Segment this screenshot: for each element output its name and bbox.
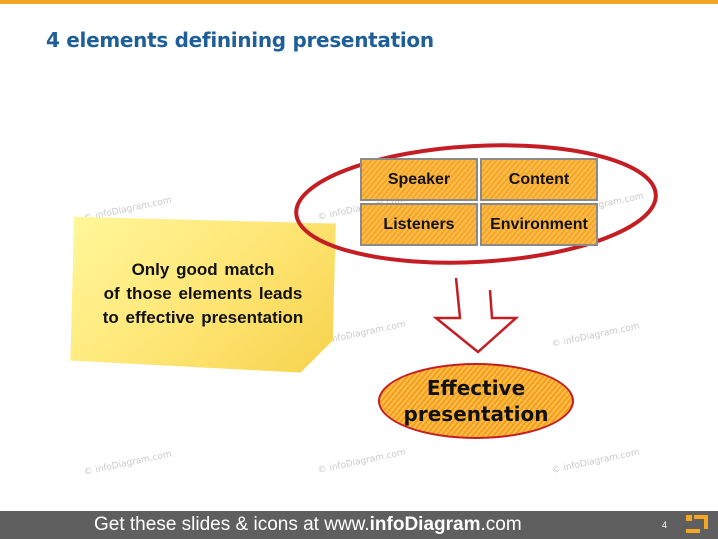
footer-promo[interactable]: Get these slides & icons at www.infoDiag… [94,511,522,539]
sticky-note-text: Only good match of those elements leads … [102,260,304,327]
top-accent-bar [0,0,718,4]
slide-title: 4 elements definining presentation [46,28,434,52]
element-speaker: Speaker [360,158,478,201]
footer-brand: infoDiagram [369,514,481,535]
footer-suffix: .com [480,514,522,535]
footer-bar [0,511,718,539]
elements-grid: Speaker Content Listeners Environment [360,158,598,246]
page-number: 4 [662,520,668,530]
element-environment: Environment [480,203,598,246]
effective-presentation-ellipse: Effective presentation [378,363,574,439]
element-listeners: Listeners [360,203,478,246]
down-arrow-icon [432,277,520,354]
footer-prefix: Get these slides & icons at www. [94,514,370,535]
element-content: Content [480,158,598,201]
red-ring-outline [294,143,658,265]
infodiagram-logo-icon [686,515,708,533]
